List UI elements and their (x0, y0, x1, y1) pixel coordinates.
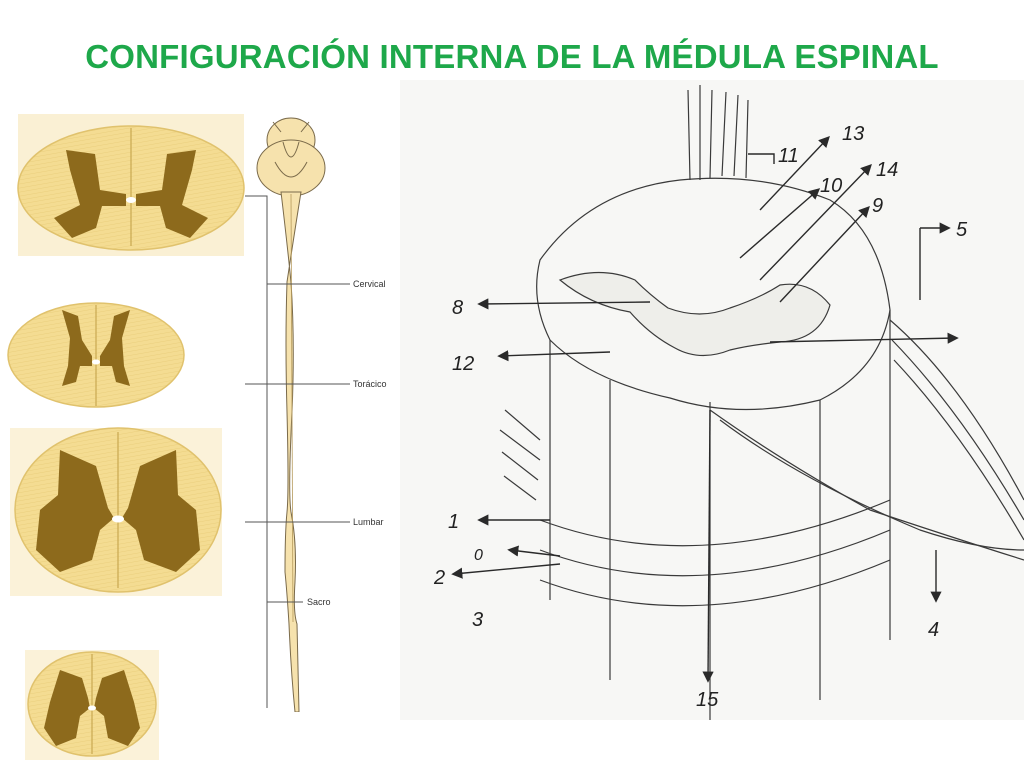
cross-section-lumbar (10, 427, 222, 596)
cross-section-cervical (17, 114, 245, 256)
cross-section-thoracic (7, 302, 185, 408)
label-3: 3 (472, 609, 483, 631)
level-label-sacro: Sacro (307, 597, 331, 607)
label-5: 5 (956, 219, 968, 241)
cross-section-sacral (25, 650, 159, 760)
spinal-cord-longitudinal: Cervical Torácico Lumbar Sacro (245, 112, 405, 713)
label-8: 8 (452, 297, 463, 319)
spinal-segment-sketch: 8 12 13 11 10 14 9 5 1 0 2 3 4 15 (400, 80, 1024, 720)
label-4: 4 (928, 619, 939, 641)
label-9: 9 (872, 195, 883, 217)
label-10: 10 (820, 175, 842, 197)
label-0: 0 (474, 547, 483, 564)
label-13: 13 (842, 123, 864, 145)
label-2: 2 (433, 567, 445, 589)
label-1: 1 (448, 511, 459, 533)
brainstem-drawing (256, 117, 326, 197)
spinal-cord-body (280, 191, 302, 713)
cord-bracket (245, 195, 268, 708)
label-15: 15 (696, 689, 719, 711)
level-label-toracico: Torácico (353, 379, 387, 389)
cord-cross-sections (0, 110, 250, 768)
slide-title: CONFIGURACIÓN INTERNA DE LA MÉDULA ESPIN… (85, 38, 939, 75)
segment-drawing (499, 85, 1024, 720)
level-label-cervical: Cervical (353, 279, 386, 289)
label-14: 14 (876, 159, 898, 181)
label-11: 11 (778, 145, 799, 167)
level-label-lumbar: Lumbar (353, 517, 384, 527)
label-12: 12 (452, 353, 474, 375)
